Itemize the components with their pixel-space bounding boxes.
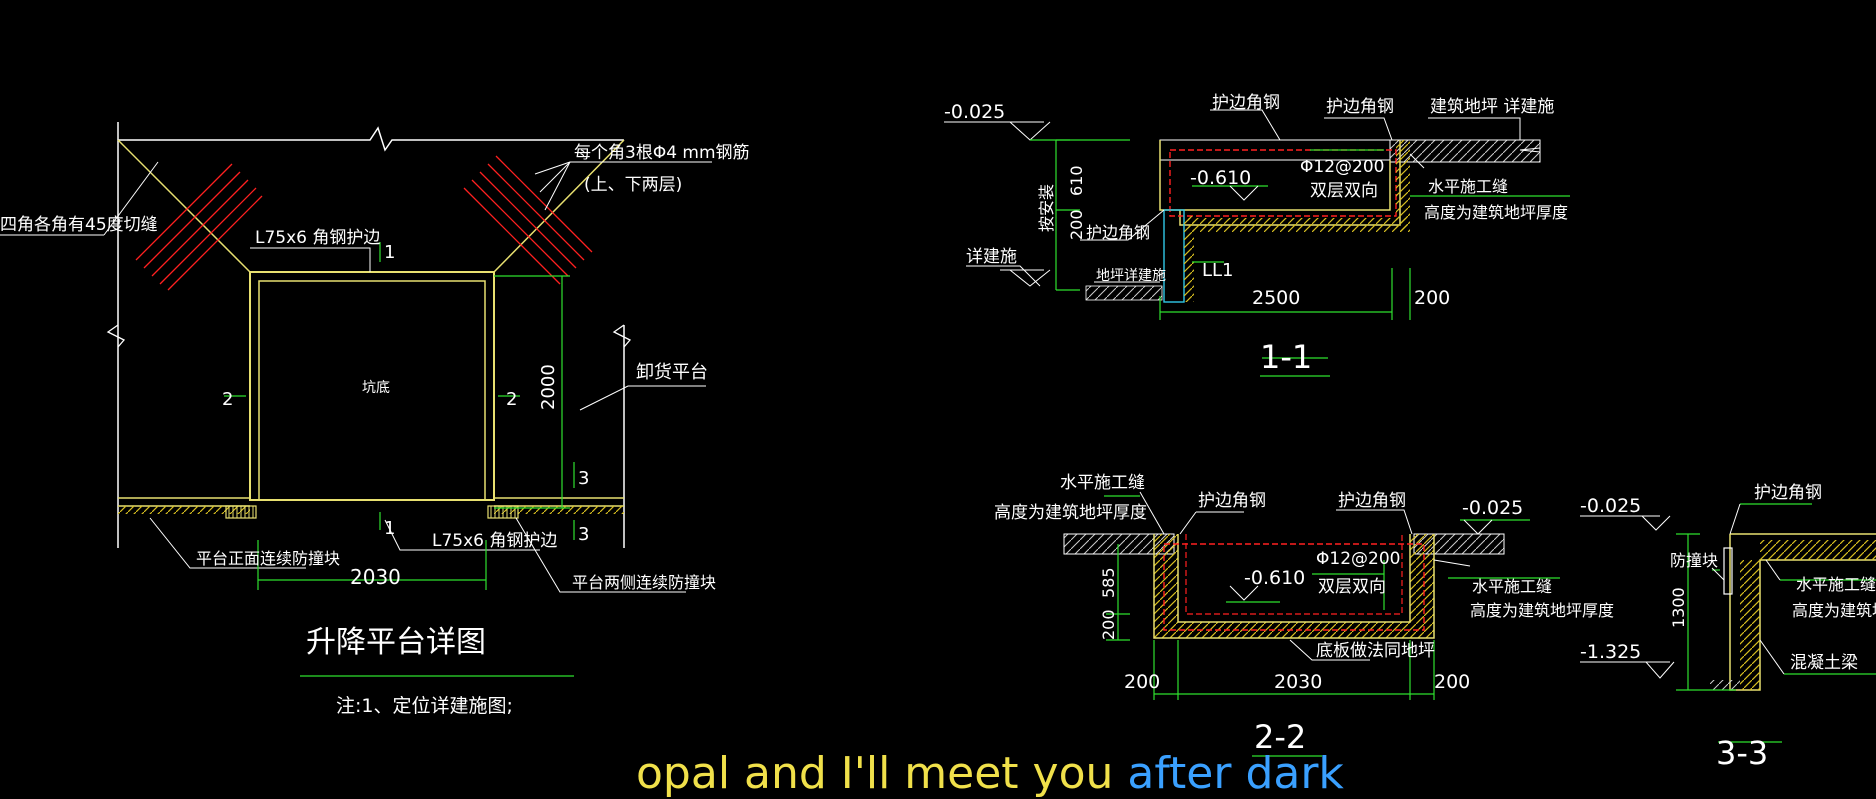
dim-width-2030: 2030 [350,565,401,589]
dim-585: 585 [1099,567,1118,598]
floor-detail-1: 地坪详建施 [1096,268,1166,284]
dim-height-2000: 2000 [538,364,559,410]
angle-label-3: 护边角钢 [1754,483,1822,503]
level-pit-1: -0.610 [1190,167,1251,189]
joint-label-3: 水平施工缝 [1796,575,1876,594]
beam-ll1: LL1 [1202,260,1234,281]
side-bumper-label: 平台两侧连续防撞块 [572,573,716,592]
rebar-spec-2: Φ12@200 [1316,549,1400,569]
dim-200-2r: 200 [1434,671,1470,693]
pit-bottom-label: 坑底 [362,380,390,396]
angle-edge-label-bottom: L75x6 角钢护边 [432,531,557,551]
bumper-label-3: 防撞块 [1670,551,1718,570]
joint-label-2: 水平施工缝 [1060,473,1145,493]
dim-2500: 2500 [1252,287,1300,309]
rebar-layers-note: (上、下两层) [584,175,682,195]
section-mark-2-right: 2 [506,389,517,410]
dim-1300: 1300 [1669,587,1688,628]
bumper-block-3 [1723,547,1733,595]
section-mark-3-top: 3 [578,468,589,489]
dim-610: 610 [1067,165,1086,196]
section-title-1-1: 1-1 [1260,338,1312,376]
rebar-note: 每个角3根Φ4 mm钢筋 [574,143,750,163]
angle-label-1c: 护边角钢 [1086,223,1150,242]
detail-note: 注:1、定位详建施图; [336,695,513,717]
section-3-3: -0.025 护边角钢 防撞块 水平施工缝 高度为建筑地坪 1300 -1.32… [1580,483,1876,772]
level-bottom-3: -1.325 [1580,641,1641,663]
dim-200-2l: 200 [1124,671,1160,693]
section-mark-1-bottom: 1 [384,518,395,539]
detail-ref-1: 详建施 [966,247,1017,267]
chamfer-note: 四角各角有45度切缝 [0,215,158,235]
angle-label-2a: 护边角钢 [1198,491,1266,511]
section-title-3-3: 3-3 [1716,734,1768,772]
joint-note-2r: 高度为建筑地坪厚度 [1470,601,1614,620]
section-mark-3-bottom: 3 [578,524,589,545]
angle-label-2b: 护边角钢 [1338,491,1406,511]
floor-note-1: 建筑地坪 详建施 [1430,97,1554,117]
platform-plan-detail: 四角各角有45度切缝 每个角3根Φ4 mm钢筋 (上、下两层) L75x6 角钢… [0,122,750,717]
joint-note-2: 高度为建筑地坪厚度 [994,503,1147,523]
rebar-cage-2 [1163,543,1425,631]
dim-200-h: 200 [1414,287,1450,309]
dim-2030-2: 2030 [1274,671,1322,693]
joint-note-3: 高度为建筑地坪 [1792,601,1876,620]
detail-title: 升降平台详图 [306,625,486,660]
level-pit-2: -0.610 [1244,567,1305,589]
rebar-spec-1: Φ12@200 [1300,157,1384,177]
joint-note-1: 高度为建筑地坪厚度 [1424,203,1568,222]
rebar-dir-2: 双层双向 [1318,577,1386,597]
section-mark-2-left: 2 [222,389,233,410]
corner-rebar-left [135,163,263,291]
level-top-2: -0.025 [1462,497,1523,519]
install-note: 按安装 [1037,184,1056,232]
dim-200-2v: 200 [1099,609,1118,640]
section-1-1: -0.025 护边角钢 护边角钢 建筑地坪 详建施 Φ12@200 双层双向 -… [944,93,1570,377]
section-title-2-2: 2-2 [1254,718,1306,756]
section-2-2: 水平施工缝 高度为建筑地坪厚度 护边角钢 护边角钢 -0.025 Φ12@200… [994,473,1614,757]
dim-200-v: 200 [1067,209,1086,240]
joint-label-2r: 水平施工缝 [1472,577,1552,596]
rebar-cage [1169,149,1397,217]
loading-platform-label: 卸货平台 [636,362,708,383]
angle-edge-label-top: L75x6 角钢护边 [255,228,380,248]
column-detail [1163,209,1185,303]
angle-label-1b: 护边角钢 [1326,97,1394,117]
beam-label-3: 混凝土梁 [1790,653,1858,673]
front-bumper-label: 平台正面连续防撞块 [196,549,340,568]
cad-drawing: 四角各角有45度切缝 每个角3根Φ4 mm钢筋 (上、下两层) L75x6 角钢… [0,93,1876,772]
level-top-1: -0.025 [944,101,1005,123]
level-top-3: -0.025 [1580,495,1641,517]
section-mark-1-top: 1 [384,242,395,263]
dim-lines-left [224,242,575,590]
joint-label-1: 水平施工缝 [1428,177,1508,196]
corner-rebar-right [463,155,593,285]
rebar-dir-1: 双层双向 [1310,181,1378,201]
angle-label-1a: 护边角钢 [1212,93,1280,113]
slab-note: 底板做法同地坪 [1316,641,1435,661]
